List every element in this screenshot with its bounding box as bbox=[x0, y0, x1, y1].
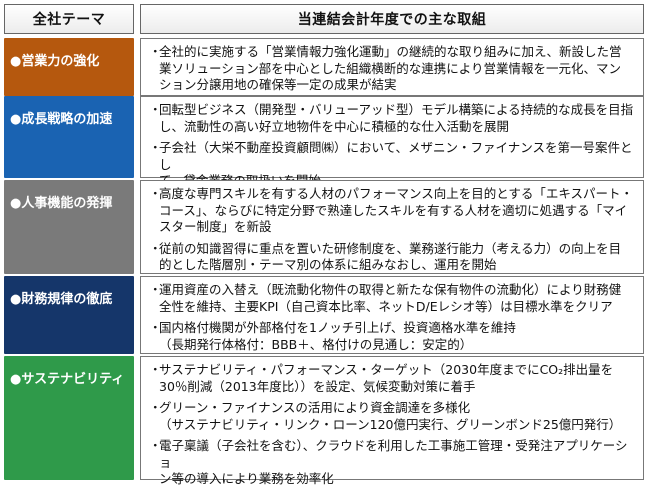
text-line: コース」、ならびに特定分野で熟達したスキルを有する人材を適切に処遇する「マイ bbox=[159, 202, 628, 218]
text-line: 子会社（大栄不動産投資顧問㈱）において、メザニン・ファイナンスを第一号案件とし bbox=[159, 140, 633, 172]
list-item: ・ サステナビリティ・パフォーマンス・ターゲット（2030年度までにCO₂排出量… bbox=[149, 362, 639, 395]
theme-label: ●財務規律の徹底 bbox=[10, 292, 113, 307]
text-line: スター制度」を新設 bbox=[159, 219, 272, 234]
theme-label: ●サステナビリティ bbox=[10, 372, 125, 387]
bullet: ・ bbox=[149, 240, 162, 256]
content-sustainability: ・ サステナビリティ・パフォーマンス・ターゲット（2030年度までにCO₂排出量… bbox=[140, 356, 644, 486]
text-line: し、流動性の高い好立地物件を中心に積極的な仕入活動を展開 bbox=[159, 118, 510, 134]
bullet: ・ bbox=[149, 282, 162, 297]
bullet: ・ bbox=[149, 320, 162, 335]
list-item: ・ グリーン・ファイナンスの活用により資金調達を多様化 （サステナビリティ・リン… bbox=[149, 400, 639, 433]
list-item: ・ 全社的に実施する「営業情報力強化運動」の継続的な取り組みに加え、新設した営 … bbox=[149, 44, 639, 94]
content-finance: ・ 運用資産の入替え（既流動化物件の取得と新たな保有物件の流動化）により財務健 … bbox=[140, 276, 644, 354]
bullet: ・ bbox=[149, 400, 162, 415]
initiatives-table: 全社テーマ 当連結会計年度での主な取組 ●営業力の強化 ・ 全社的に実施する「営… bbox=[4, 4, 644, 486]
text-line: 国内格付機関が外部格付を1ノッチ引上げ、投資適格水準を維持 bbox=[159, 320, 516, 335]
theme-finance: ●財務規律の徹底 bbox=[4, 276, 134, 354]
text-line: 全性を維持、主要KPI（自己資本比率、ネットD/Eレシオ等）は目標水準をクリア bbox=[159, 298, 613, 314]
text-line: 高度な専門スキルを有する人材のパフォーマンス向上を目的とする「エキスパート・ bbox=[159, 186, 634, 201]
list-item: ・ 運用資産の入替え（既流動化物件の取得と新たな保有物件の流動化）により財務健 … bbox=[149, 282, 639, 315]
theme-sustainability: ●サステナビリティ bbox=[4, 356, 134, 480]
theme-label: ●成長戦略の加速 bbox=[10, 112, 113, 127]
text-line: 従前の知識習得に重点を置いた研修制度を、業務遂行能力（考える力）の向上を目 bbox=[159, 240, 622, 256]
content-hr: ・ 高度な専門スキルを有する人材のパフォーマンス向上を目的とする「エキスパート・… bbox=[140, 180, 644, 274]
text-line: グリーン・ファイナンスの活用により資金調達を多様化 bbox=[159, 400, 471, 415]
bullet: ・ bbox=[149, 44, 162, 59]
text-line: 全社的に実施する「営業情報力強化運動」の継続的な取り組みに加え、新設した営 bbox=[159, 44, 622, 59]
content-growth: ・ 回転型ビジネス（開発型・バリューアッド型）モデル構築による持続的な成長を目指… bbox=[140, 96, 644, 188]
text-line: 的とした階層別・テーマ別の体系に組みなおし、運用を開始 bbox=[159, 257, 497, 272]
text-line: 業ソリューション部を中心とした組織横断的な連携により営業情報を一元化、マン bbox=[159, 60, 622, 76]
text-line: 30％削減（2013年度比））を設定、気候変動対策に着手 bbox=[159, 378, 476, 394]
content-sales: ・ 全社的に実施する「営業情報力強化運動」の継続的な取り組みに加え、新設した営 … bbox=[140, 38, 644, 96]
text-line: 回転型ビジネス（開発型・バリューアッド型）モデル構築による持続的な成長を目指 bbox=[159, 102, 634, 117]
text-line: ン等の導入により業務を効率化 bbox=[159, 471, 334, 486]
theme-hr: ●人事機能の発揮 bbox=[4, 180, 134, 274]
list-item: ・ 高度な専門スキルを有する人材のパフォーマンス向上を目的とする「エキスパート・… bbox=[149, 186, 639, 236]
header-initiatives: 当連結会計年度での主な取組 bbox=[140, 4, 644, 34]
bullet: ・ bbox=[149, 102, 162, 117]
text-line: 運用資産の入替え（既流動化物件の取得と新たな保有物件の流動化）により財務健 bbox=[159, 282, 622, 297]
bullet: ・ bbox=[149, 140, 162, 155]
bullet: ・ bbox=[149, 362, 162, 377]
text-line: ション分譲用地の確保等一定の成果が結実 bbox=[159, 77, 397, 92]
list-item: ・ 回転型ビジネス（開発型・バリューアッド型）モデル構築による持続的な成長を目指… bbox=[149, 102, 639, 135]
text-line: （長期発行体格付：BBB＋、格付けの見通し：安定的） bbox=[159, 336, 473, 352]
text-line: 電子稟議（子会社を含む）、クラウドを利用した工事施工管理・受発注アプリケーショ bbox=[159, 438, 628, 470]
text-line: サステナビリティ・パフォーマンス・ターゲット（2030年度までにCO₂排出量を bbox=[159, 362, 614, 377]
theme-label: ●人事機能の発揮 bbox=[10, 196, 113, 211]
theme-sales: ●営業力の強化 bbox=[4, 38, 134, 96]
header-theme: 全社テーマ bbox=[4, 4, 134, 34]
text-line: （サステナビリティ・リンク・ローン120億円実行、グリーンボンド25億円発行） bbox=[159, 416, 622, 432]
list-item: ・ 国内格付機関が外部格付を1ノッチ引上げ、投資適格水準を維持 （長期発行体格付… bbox=[149, 320, 639, 353]
list-item: ・ 従前の知識習得に重点を置いた研修制度を、業務遂行能力（考える力）の向上を目 … bbox=[149, 241, 639, 274]
theme-growth: ●成長戦略の加速 bbox=[4, 96, 134, 178]
bullet: ・ bbox=[149, 186, 162, 201]
list-item: ・ 電子稟議（子会社を含む）、クラウドを利用した工事施工管理・受発注アプリケーシ… bbox=[149, 438, 639, 488]
theme-label: ●営業力の強化 bbox=[10, 54, 100, 69]
bullet: ・ bbox=[149, 438, 162, 453]
